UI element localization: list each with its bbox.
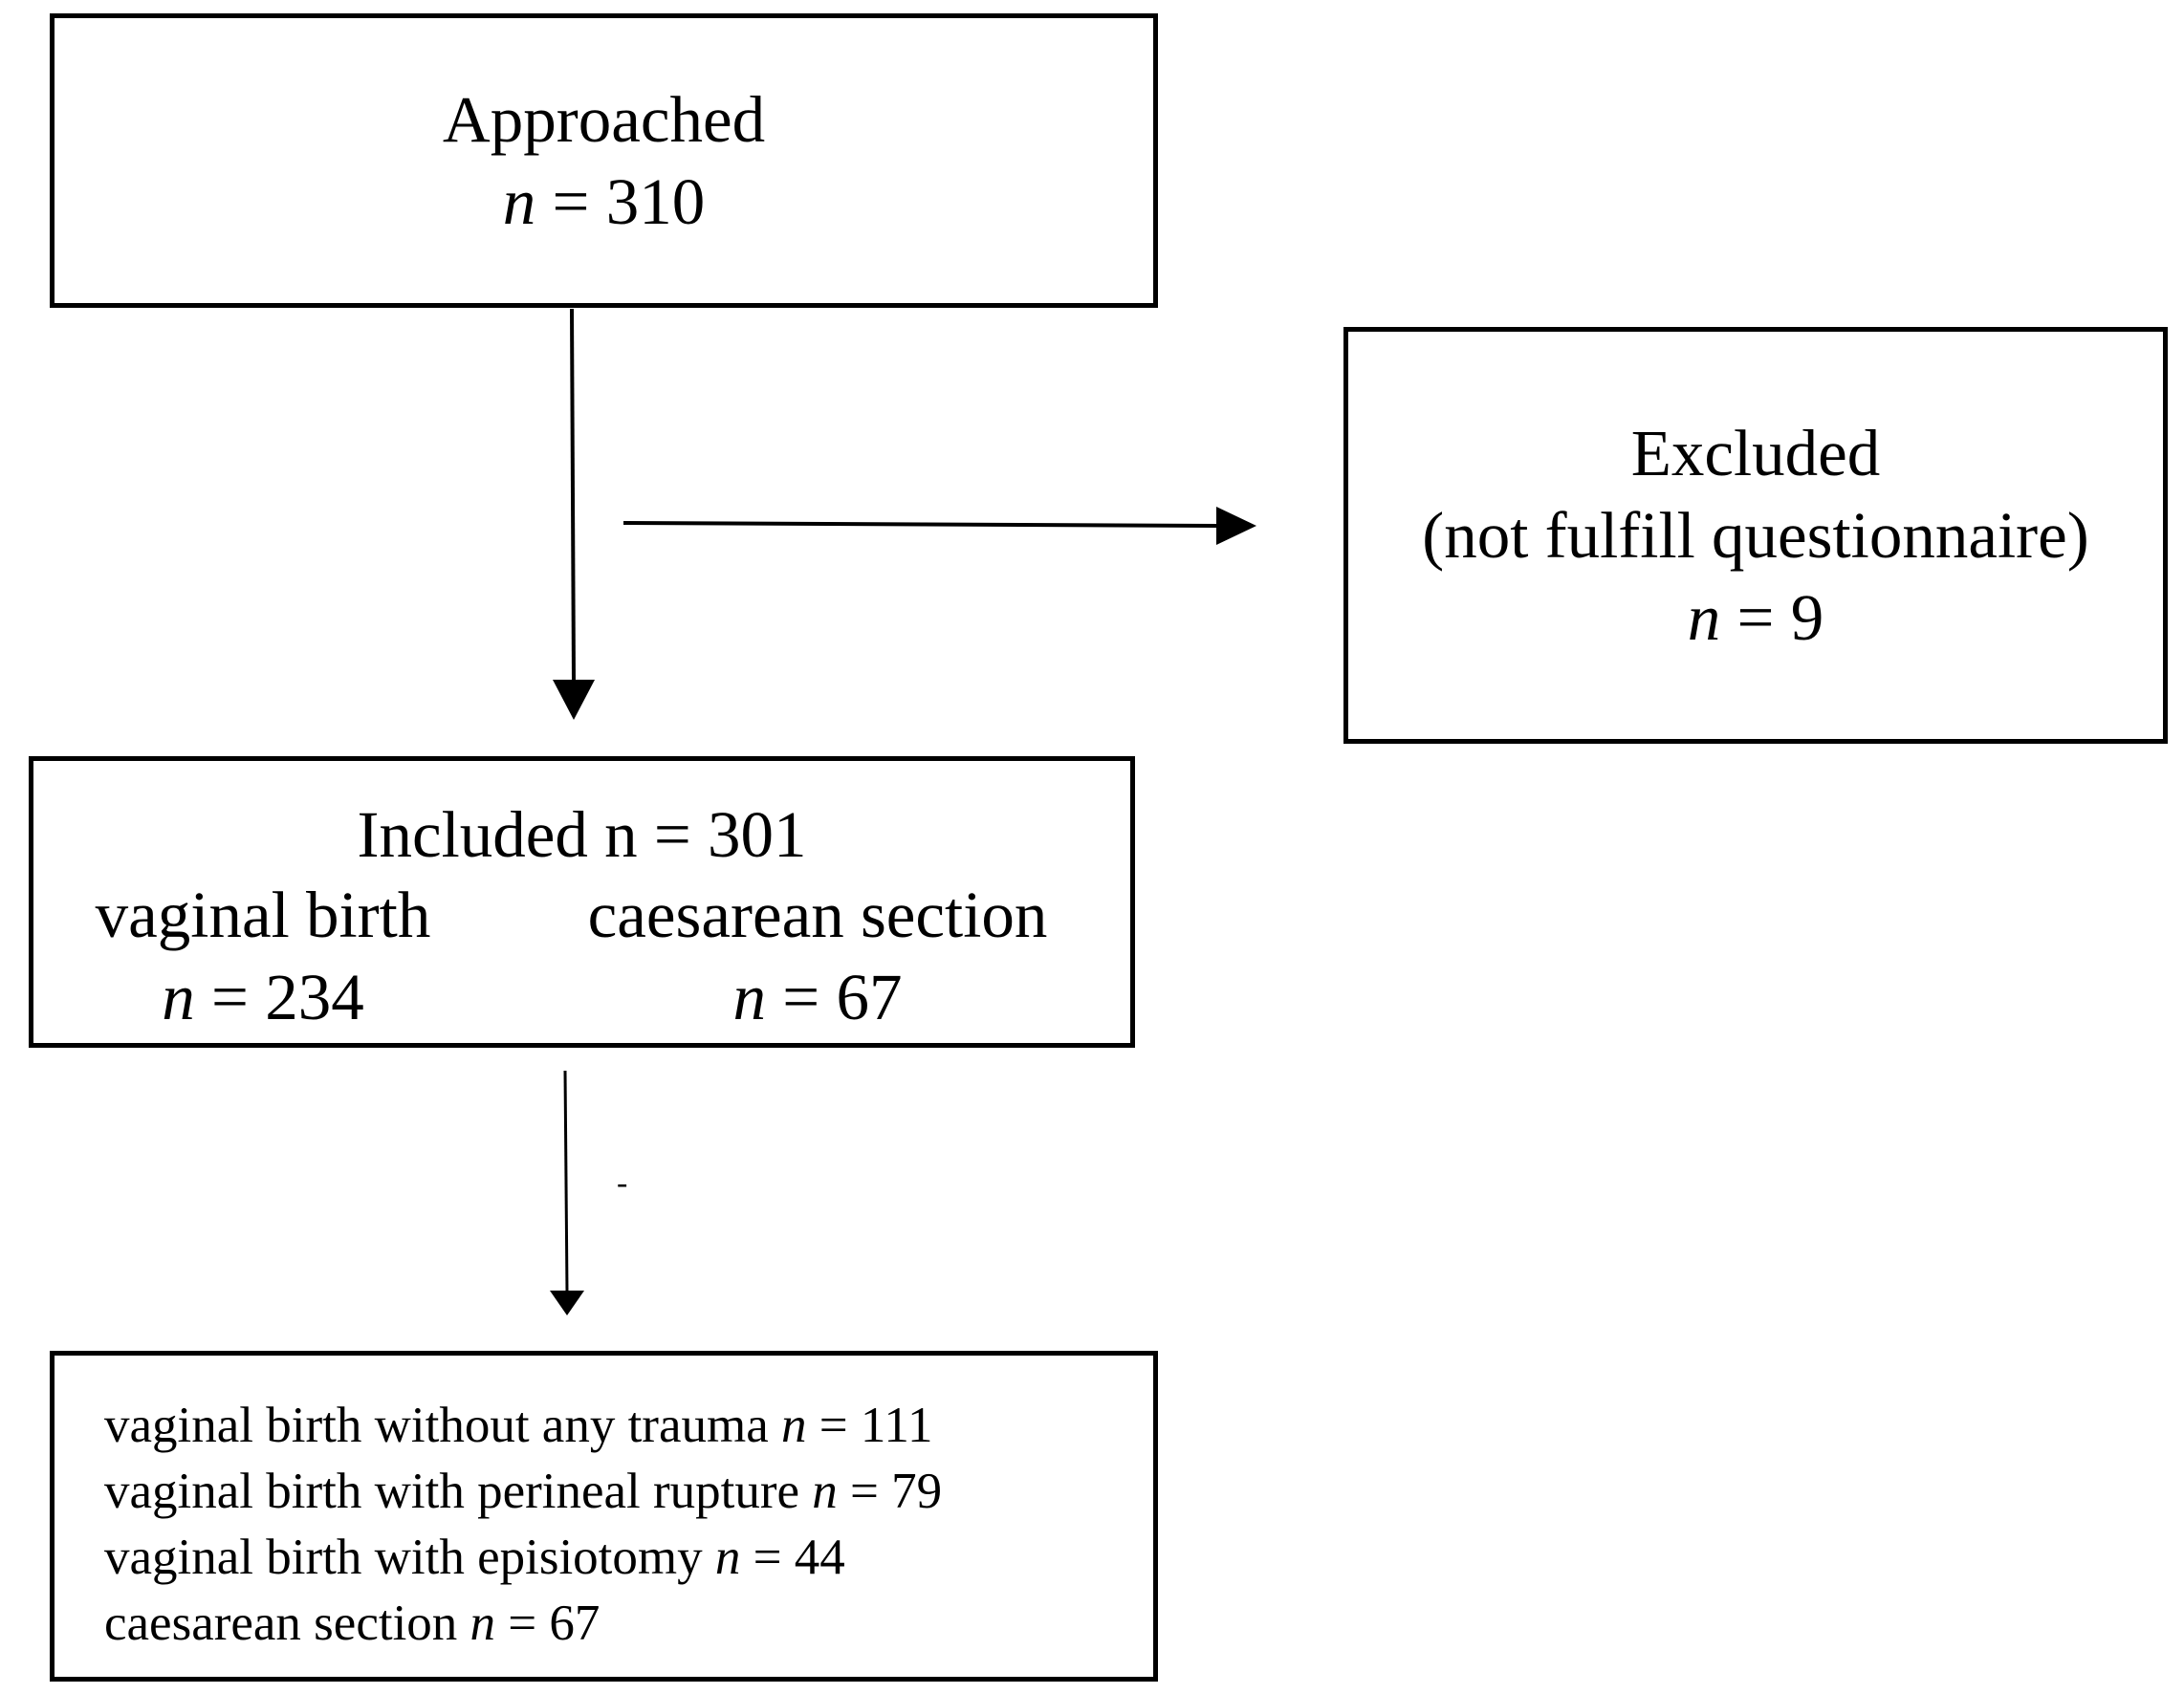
- arrow-approached-to-included: [570, 308, 576, 684]
- arrowhead-right: [1216, 507, 1256, 545]
- outcome-item: vaginal birth without any trauma n = 111: [104, 1398, 933, 1453]
- included-group-vaginal: vaginal birth n = 234: [81, 874, 445, 1038]
- approached-label: Approached: [442, 83, 766, 156]
- excluded-box: Excluded (not fulfill questionnaire) n =…: [1343, 327, 2168, 744]
- approached-count: n = 310: [502, 165, 706, 238]
- included-title: Included n = 301: [357, 798, 807, 871]
- arrow-included-to-outcomes: [563, 1070, 569, 1293]
- arrowhead-down-2: [550, 1291, 584, 1315]
- included-box: Included n = 301 vaginal birth n = 234 c…: [29, 756, 1135, 1048]
- outcome-list: vaginal birth without any trauma n = 111…: [104, 1393, 942, 1657]
- outcomes-box: vaginal birth without any trauma n = 111…: [50, 1351, 1158, 1682]
- outcome-item: caesarean section n = 67: [104, 1596, 601, 1651]
- outcome-item: vaginal birth with perineal rupture n = …: [104, 1464, 943, 1519]
- included-group-label: vaginal birth: [95, 879, 431, 951]
- included-group-count: n = 234: [162, 961, 364, 1033]
- included-group-label: caesarean section: [587, 879, 1048, 951]
- arrow-to-excluded: [622, 521, 1220, 528]
- approached-box: Approached n = 310: [50, 13, 1158, 308]
- excluded-count: n = 9: [1687, 581, 1824, 654]
- excluded-reason: (not fulfill questionnaire): [1422, 499, 2089, 572]
- arrowhead-down-1: [553, 680, 595, 720]
- excluded-label: Excluded: [1630, 417, 1881, 489]
- included-group-caesarean: caesarean section n = 67: [559, 874, 1076, 1038]
- outcome-item: vaginal birth with episiotomy n = 44: [104, 1530, 845, 1585]
- stray-mark: -: [617, 1165, 627, 1201]
- included-group-count: n = 67: [732, 961, 903, 1033]
